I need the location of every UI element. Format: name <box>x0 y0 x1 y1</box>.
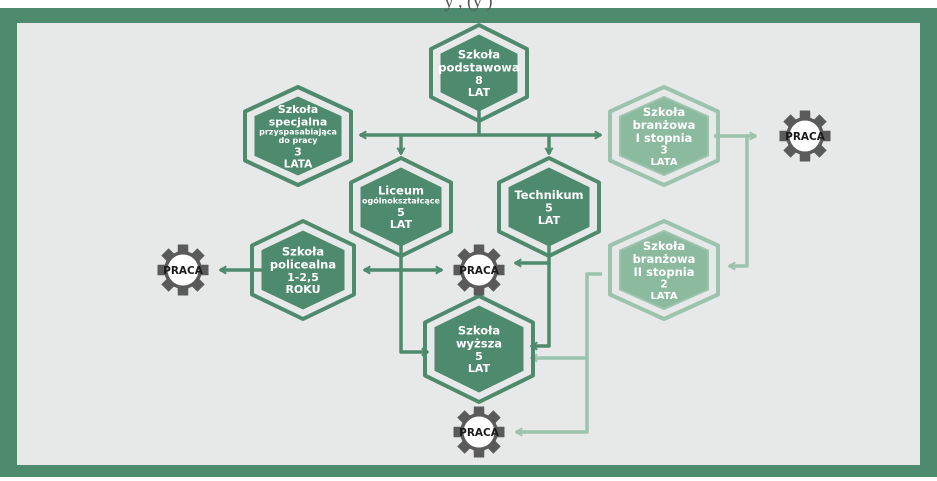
node-text-line: 5 <box>397 206 405 219</box>
node-text-line: Szkoła <box>458 324 500 338</box>
gear-label: PRACA <box>163 265 204 277</box>
node-text-line: LATA <box>650 157 677 168</box>
node-text-line: 3 <box>660 145 667 157</box>
gear-praca_top_right: PRACA <box>779 110 831 162</box>
node-text-line: Technikum <box>514 188 583 202</box>
node-text-line: II stopnia <box>634 265 695 279</box>
connector-branzowa2-to-praca <box>515 358 589 437</box>
node-text-line: I stopnia <box>636 131 693 145</box>
gear-label: PRACA <box>459 427 500 439</box>
node-text-line: ogólnokształcące <box>362 196 440 206</box>
node-text-line: LAT <box>468 86 491 99</box>
node-text-line: podstawowa <box>438 61 519 75</box>
node-hexagon <box>254 96 342 176</box>
connector-branzowa2-to-wyzsza <box>530 272 602 363</box>
node-outline-outer <box>429 23 529 123</box>
node-text-line: 2 <box>660 279 667 291</box>
node-hexagon <box>619 95 709 177</box>
node-text-line: wyższa <box>456 337 502 351</box>
gear-label: PRACA <box>785 131 826 143</box>
node-text-line: LATA <box>650 291 677 302</box>
node-text-line: 5 <box>545 201 553 214</box>
node-outline-outer <box>608 219 720 321</box>
node-text-line: Liceum <box>378 184 424 198</box>
node-text-line: LATA <box>284 158 313 170</box>
node-hexagon <box>440 34 518 112</box>
gear-label: PRACA <box>459 265 500 277</box>
node-outline-outer <box>243 85 353 187</box>
node-text-line: 5 <box>475 350 483 363</box>
node-text-line: LAT <box>390 218 413 231</box>
node-text-line: LAT <box>468 362 491 375</box>
node-hexagon <box>434 305 524 393</box>
gear-praca_bottom: PRACA <box>453 406 505 458</box>
gear-center <box>463 254 495 286</box>
gear-praca_left: PRACA <box>157 244 209 296</box>
node-hexagon <box>360 167 442 247</box>
connector-branzowa1-to-branzowa2 <box>728 136 749 271</box>
node-text-line: do pracy <box>278 136 318 145</box>
node-text-line: branżowa <box>633 252 696 266</box>
node-text-line: branżowa <box>633 118 696 132</box>
node-outline-outer <box>608 85 720 187</box>
cut-off-header-text: y , (y ) <box>444 0 493 11</box>
gear-center <box>789 120 821 152</box>
node-hexagon <box>508 167 590 247</box>
node-outline-outer <box>250 219 356 321</box>
node-text-line: specjalna <box>269 115 328 128</box>
gear-praca_center: PRACA <box>453 244 505 296</box>
connector-technikum-to-wyzsza <box>530 263 551 351</box>
node-text-line: Szkoła <box>458 48 500 62</box>
node-text-line: 8 <box>475 74 483 87</box>
gear-center <box>167 254 199 286</box>
node-outline-outer <box>497 156 601 258</box>
node-text-line: policealna <box>270 258 336 272</box>
node-text-line: ROKU <box>285 283 320 296</box>
node-hexagon <box>619 229 709 311</box>
gear-center <box>463 416 495 448</box>
node-hexagon <box>261 230 345 310</box>
node-text-line: przyspasabiająca <box>259 127 337 136</box>
node-text-line: 1-2,5 <box>287 271 319 284</box>
node-text-line: Szkoła <box>278 103 318 116</box>
node-text-line: Szkoła <box>643 239 685 253</box>
node-text-line: Szkoła <box>643 105 685 119</box>
node-outline-outer <box>423 294 535 404</box>
node-outline-outer <box>349 156 453 258</box>
node-text-line: LAT <box>538 214 561 227</box>
node-text-line: 3 <box>294 146 302 159</box>
node-text-line: Szkoła <box>282 245 324 259</box>
